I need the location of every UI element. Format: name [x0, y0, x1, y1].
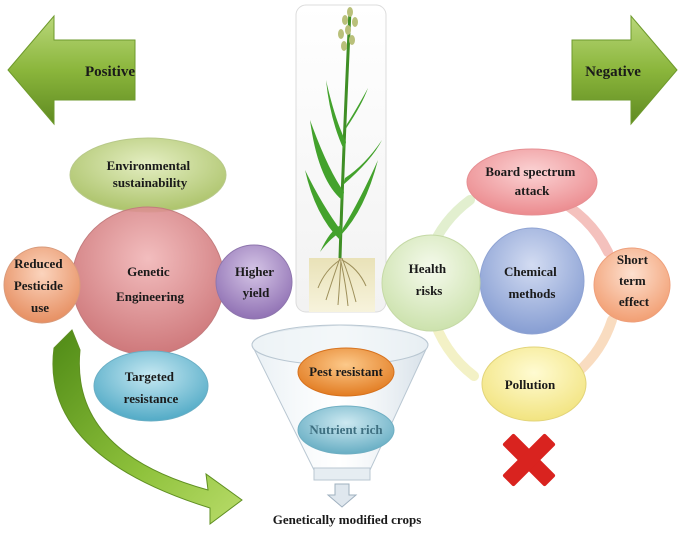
targeted-resistance-node [93, 350, 209, 422]
genetic-engineering-cluster: Environmental sustainability Genetic Eng… [3, 137, 293, 422]
funnel: Pest resistant Nutrient rich Genetically… [251, 324, 429, 527]
higher-yield-node [215, 244, 293, 320]
environmental-sustainability-label: Environmental sustainability [107, 158, 194, 190]
negative-label: Negative [585, 64, 641, 80]
pollution-node [481, 346, 587, 422]
higher-yield-label: Higher yield [235, 264, 277, 300]
short-term-effect-node [593, 247, 671, 323]
health-risks-node [381, 234, 481, 332]
reduced-pesticide-node [3, 246, 81, 324]
reduced-pesticide-label: Reduced Pesticide use [14, 256, 66, 315]
targeted-resistance-label: Targeted resistance [124, 369, 179, 406]
health-risks-label: Health risks [409, 261, 450, 298]
pollution-label: Pollution [505, 377, 556, 392]
positive-label: Positive [85, 64, 135, 80]
genetically-modified-crops-label: Genetically modified crops [273, 512, 422, 527]
down-arrow-icon [326, 483, 358, 508]
pest-resistant-label: Pest resistant [309, 364, 383, 379]
negative-arrow: Negative [571, 14, 678, 126]
board-spectrum-attack-node [466, 148, 598, 216]
short-term-effect-label: Short term effect [617, 252, 651, 309]
nutrient-rich-node [297, 405, 395, 455]
chemical-methods-label: Chemical methods [504, 264, 560, 301]
nutrient-rich-label: Nutrient rich [309, 422, 383, 437]
rice-plant-image [295, 4, 387, 313]
genetic-engineering-node [71, 206, 225, 356]
chemical-methods-node [479, 227, 585, 335]
cross-icon [502, 433, 556, 487]
positive-arrow: Positive [7, 14, 136, 126]
chemical-methods-cycle: Board spectrum attack Chemical methods S… [381, 148, 671, 422]
curved-arrow [52, 329, 243, 525]
board-spectrum-attack-label: Board spectrum attack [485, 164, 578, 198]
genetic-engineering-label: Genetic Engineering [116, 264, 184, 304]
pest-resistant-node [297, 347, 395, 397]
